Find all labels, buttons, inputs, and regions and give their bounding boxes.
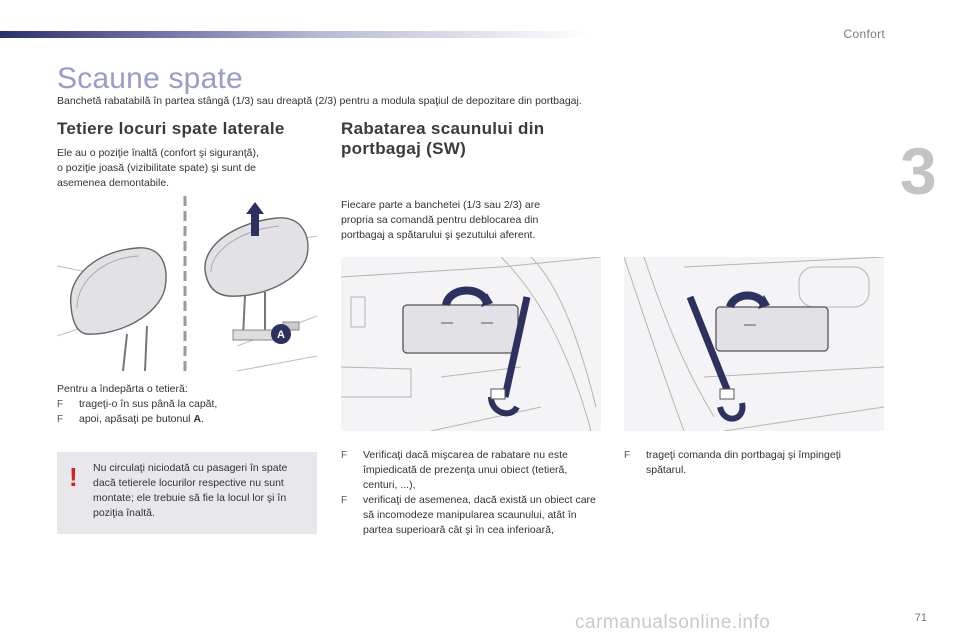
trunk-illustration-right [624, 257, 884, 431]
page-intro: Banchetă rabatabilă în partea stângă (1/… [57, 95, 582, 107]
header-gradient-bar [0, 31, 590, 38]
fold-seat-paragraph: Fiecare parte a banchetei (1/3 sau 2/3) … [341, 199, 541, 241]
button-a-label: A [277, 329, 285, 341]
page-title: Scaune spate [57, 62, 243, 95]
bullet-symbol: F [624, 450, 631, 461]
watermark: carmanualsonline.info [575, 612, 771, 633]
section-label: Confort [843, 27, 885, 41]
chapter-number: 3 [900, 134, 937, 208]
headrest-paragraph: Ele au o poziţie înaltă (confort şi sigu… [57, 147, 259, 189]
warning-box: ! Nu circulaţi niciodată cu pasageri în … [57, 452, 317, 534]
page-number: 71 [914, 612, 927, 624]
button-ref: A [193, 413, 202, 425]
fold-seat-heading: Rabatarea scaunului din portbagaj (SW) [341, 119, 545, 158]
trunk-illustration-left [341, 257, 601, 431]
bullet-symbol: F [57, 414, 64, 425]
remove-intro: Pentru a îndepărta o tetieră: [57, 383, 188, 395]
bullet-symbol: F [57, 399, 64, 410]
headrest-illustration: A [57, 196, 317, 376]
bullet-symbol: F [341, 495, 348, 506]
bullet-symbol: F [341, 450, 348, 461]
headrest-heading: Tetiere locuri spate laterale [57, 119, 285, 138]
warning-text: Nu circulaţi niciodată cu pasageri în sp… [93, 462, 288, 519]
warning-icon: ! [69, 462, 78, 492]
